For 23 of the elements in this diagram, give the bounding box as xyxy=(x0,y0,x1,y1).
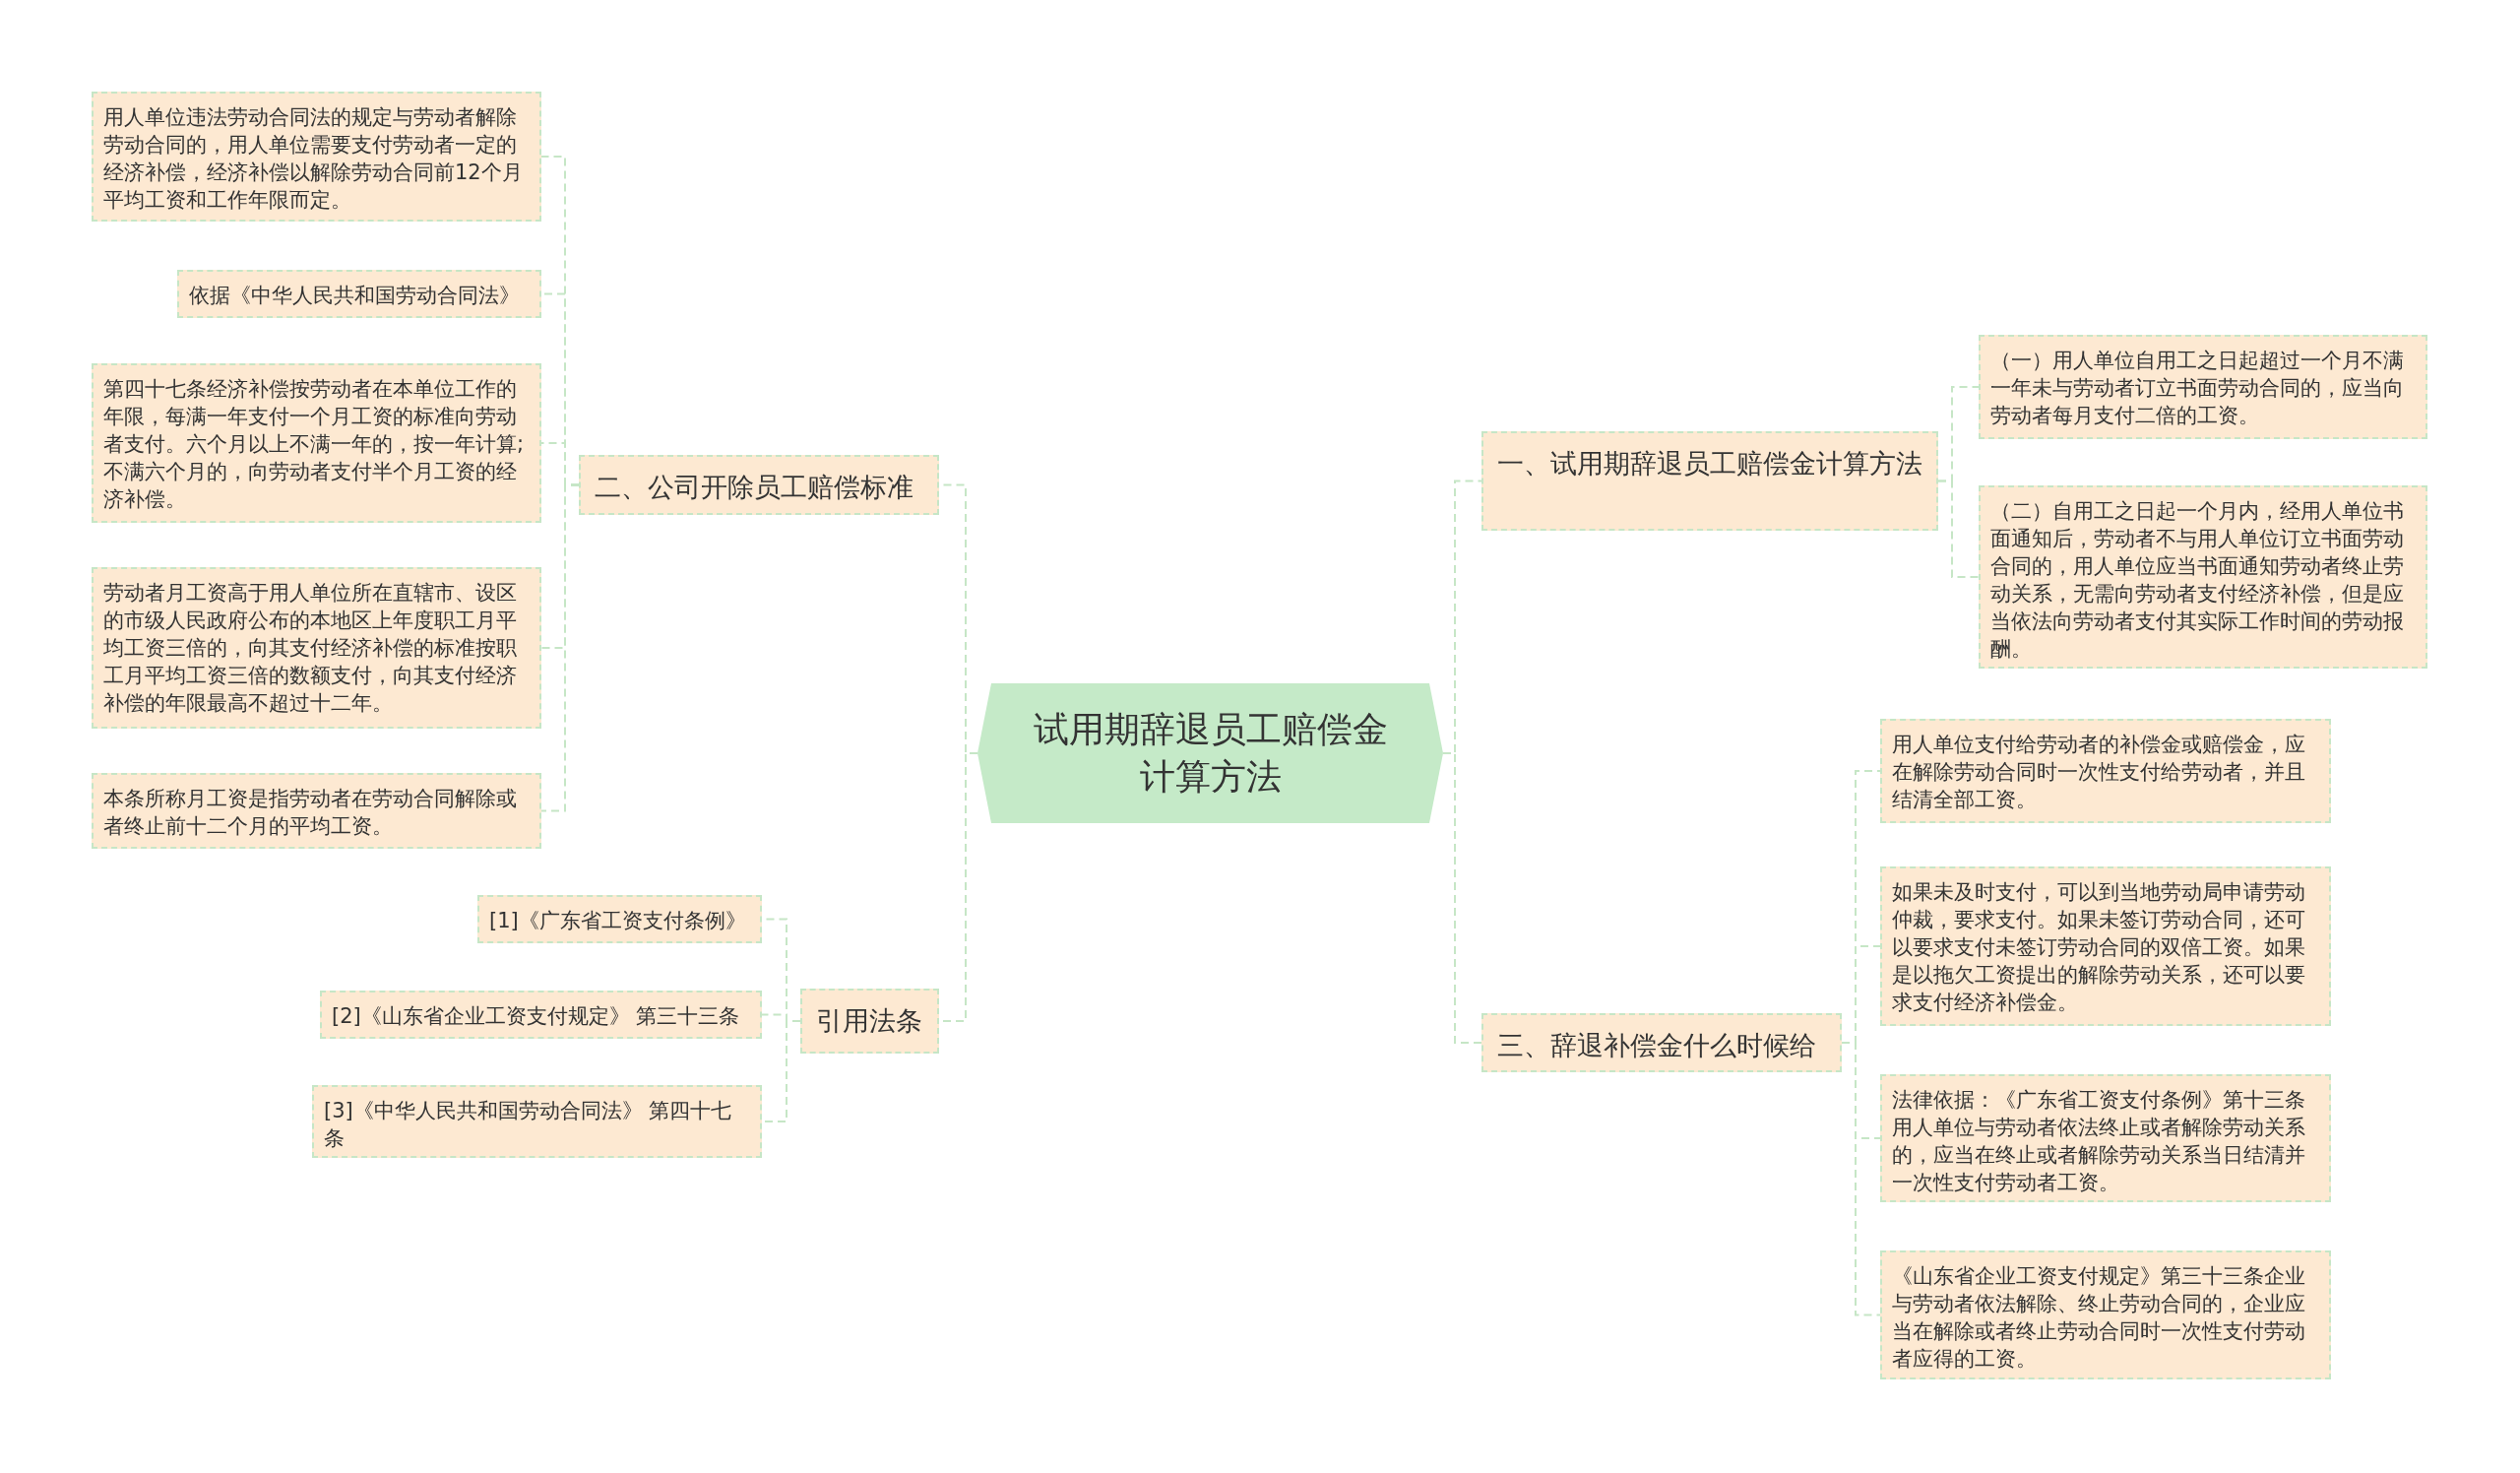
text-box: [3]《中华人民共和国劳动合同法》 第四十七条 xyxy=(312,1085,762,1158)
central-topic-hexagon: 试用期辞退员工赔偿金计算方法 xyxy=(977,683,1443,823)
topic-box: 一、试用期辞退员工赔偿金计算方法 xyxy=(1481,431,1938,531)
text-box: 依据《中华人民共和国劳动合同法》 xyxy=(177,270,541,318)
connector-line xyxy=(1442,752,1482,1044)
text-box: 第四十七条经济补偿按劳动者在本单位工作的年限，每满一年支付一个月工资的标准向劳动者支付。六个月以上不满一年的，按一年计算;不满六个月的，向劳动者支付半个月工资的经济补偿。 xyxy=(92,363,541,523)
text-box: 《山东省企业工资支付规定》第三十三条企业与劳动者依法解除、终止劳动合同的，企业应当在解除或者终止劳动合同时一次性支付劳动者应得的工资。 xyxy=(1880,1250,2331,1379)
text-box: （二）自用工之日起一个月内，经用人单位书面通知后，劳动者不与用人单位订立书面劳动合同的，用人单位应当书面通知劳动者终止劳动关系，无需向劳动者支付经济补偿，但是应当依法向劳动者支付其实际工作时间的劳动报酬。 xyxy=(1979,485,2427,669)
text-box: 用人单位违法劳动合同法的规定与劳动者解除劳动合同的，用人单位需要支付劳动者一定的经济补偿，经济补偿以解除劳动合同前12个月平均工资和工作年限而定。 xyxy=(92,92,541,222)
text-box: 劳动者月工资高于用人单位所在直辖市、设区的市级人民政府公布的本地区上年度职工月平均工资三倍的，向其支付经济补偿的标准按职工月平均工资三倍的数额支付，向其支付经济补偿的年限最高不超过十二年。 xyxy=(92,567,541,729)
connector-line xyxy=(1937,480,1980,578)
text-box: [1]《广东省工资支付条例》 xyxy=(477,895,762,943)
connector-line xyxy=(540,483,580,812)
text-box: 用人单位支付给劳动者的补偿金或赔偿金，应在解除劳动合同时一次性支付给劳动者，并且结清全部工资。 xyxy=(1880,719,2331,823)
text-box: 如果未及时支付，可以到当地劳动局申请劳动仲裁，要求支付。如果未签订劳动合同，还可以要求支付未签订劳动合同的双倍工资。如果是以拖欠工资提出的解除劳动关系，还可以要求支付经济补偿金。 xyxy=(1880,866,2331,1026)
text-box: [2]《山东省企业工资支付规定》 第三十三条 xyxy=(320,991,762,1039)
text-box: （一）用人单位自用工之日起超过一个月不满一年未与劳动者订立书面劳动合同的，应当向劳动者每月支付二倍的工资。 xyxy=(1979,335,2427,439)
connector-line xyxy=(1841,1042,1881,1316)
topic-box: 引用法条 xyxy=(800,989,939,1054)
topic-box: 三、辞退补偿金什么时候给 xyxy=(1481,1013,1842,1072)
text-box: 本条所称月工资是指劳动者在劳动合同解除或者终止前十二个月的平均工资。 xyxy=(92,773,541,849)
topic-box: 二、公司开除员工赔偿标准 xyxy=(579,455,939,515)
text-box: 法律依据：《广东省工资支付条例》第十三条用人单位与劳动者依法终止或者解除劳动关系的，应当在终止或者解除劳动关系当日结清并一次性支付劳动者工资。 xyxy=(1880,1074,2331,1202)
